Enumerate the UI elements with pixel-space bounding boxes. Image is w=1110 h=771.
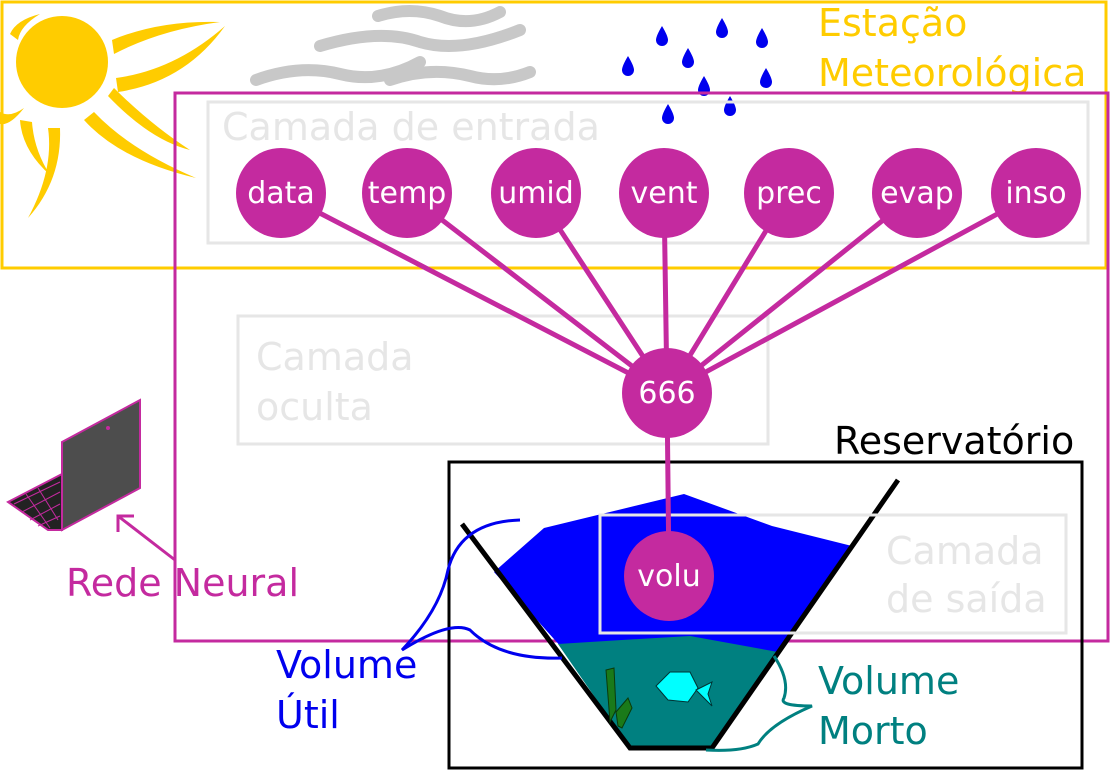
- dead-volume-callout: [705, 655, 813, 752]
- input-layer-box: [206, 100, 1090, 245]
- reservoir-box: [447, 460, 1084, 770]
- neural-network-pointer: [116, 514, 176, 562]
- neural-network-label: Rede Neural: [66, 561, 299, 605]
- hidden-layer-label-line1: Camada: [256, 335, 414, 379]
- dead-volume-label-line1: Volume: [818, 659, 959, 703]
- hidden-node: 666: [622, 348, 712, 438]
- sun-icon: [0, 14, 225, 218]
- input-node-label: vent: [631, 176, 698, 211]
- input-node-label: inso: [1005, 176, 1066, 211]
- input-node-label: data: [247, 176, 315, 211]
- input-layer-label: Camada de entrada: [222, 105, 600, 149]
- input-node-prec: prec: [744, 148, 834, 238]
- input-node-evap: evap: [872, 148, 962, 238]
- output-layer-box: [598, 513, 1068, 635]
- output-node-label: volu: [637, 559, 700, 594]
- output-layer-label-line1: Camada: [886, 529, 1044, 573]
- dead-volume-label-line2: Morto: [818, 709, 928, 753]
- hidden-layer-label-line2: oculta: [256, 385, 373, 429]
- input-node-inso: inso: [991, 148, 1081, 238]
- input-node-temp: temp: [362, 148, 452, 238]
- input-node-umid: umid: [491, 148, 581, 238]
- input-node-data: data: [236, 148, 326, 238]
- station-label-line1: Estação: [818, 1, 967, 45]
- fish-icon: [655, 671, 713, 707]
- station-label-line2: Meteorológica: [818, 51, 1086, 95]
- useful-volume-callout: [400, 518, 563, 660]
- input-node-label: temp: [368, 176, 447, 211]
- input-node-vent: vent: [619, 148, 709, 238]
- reservoir-walls: [460, 478, 901, 751]
- reservoir-label: Reservatório: [834, 419, 1074, 463]
- rain-icon: [622, 18, 772, 124]
- weather-station-box: [0, 0, 1108, 270]
- useful-volume-label-line2: Útil: [276, 693, 340, 737]
- hidden-layer-box: [236, 314, 770, 446]
- input-node-label: prec: [756, 176, 822, 211]
- output-layer-label-line2: de saída: [886, 577, 1047, 621]
- plant-icon: [605, 667, 633, 729]
- useful-volume-label-line1: Volume: [276, 643, 417, 687]
- input-node-label: evap: [880, 176, 954, 211]
- input-node-label: umid: [498, 176, 574, 211]
- hidden-node-label: 666: [638, 376, 695, 411]
- output-node: volu: [624, 531, 714, 621]
- wind-icon: [250, 5, 536, 86]
- laptop-icon: [6, 398, 141, 532]
